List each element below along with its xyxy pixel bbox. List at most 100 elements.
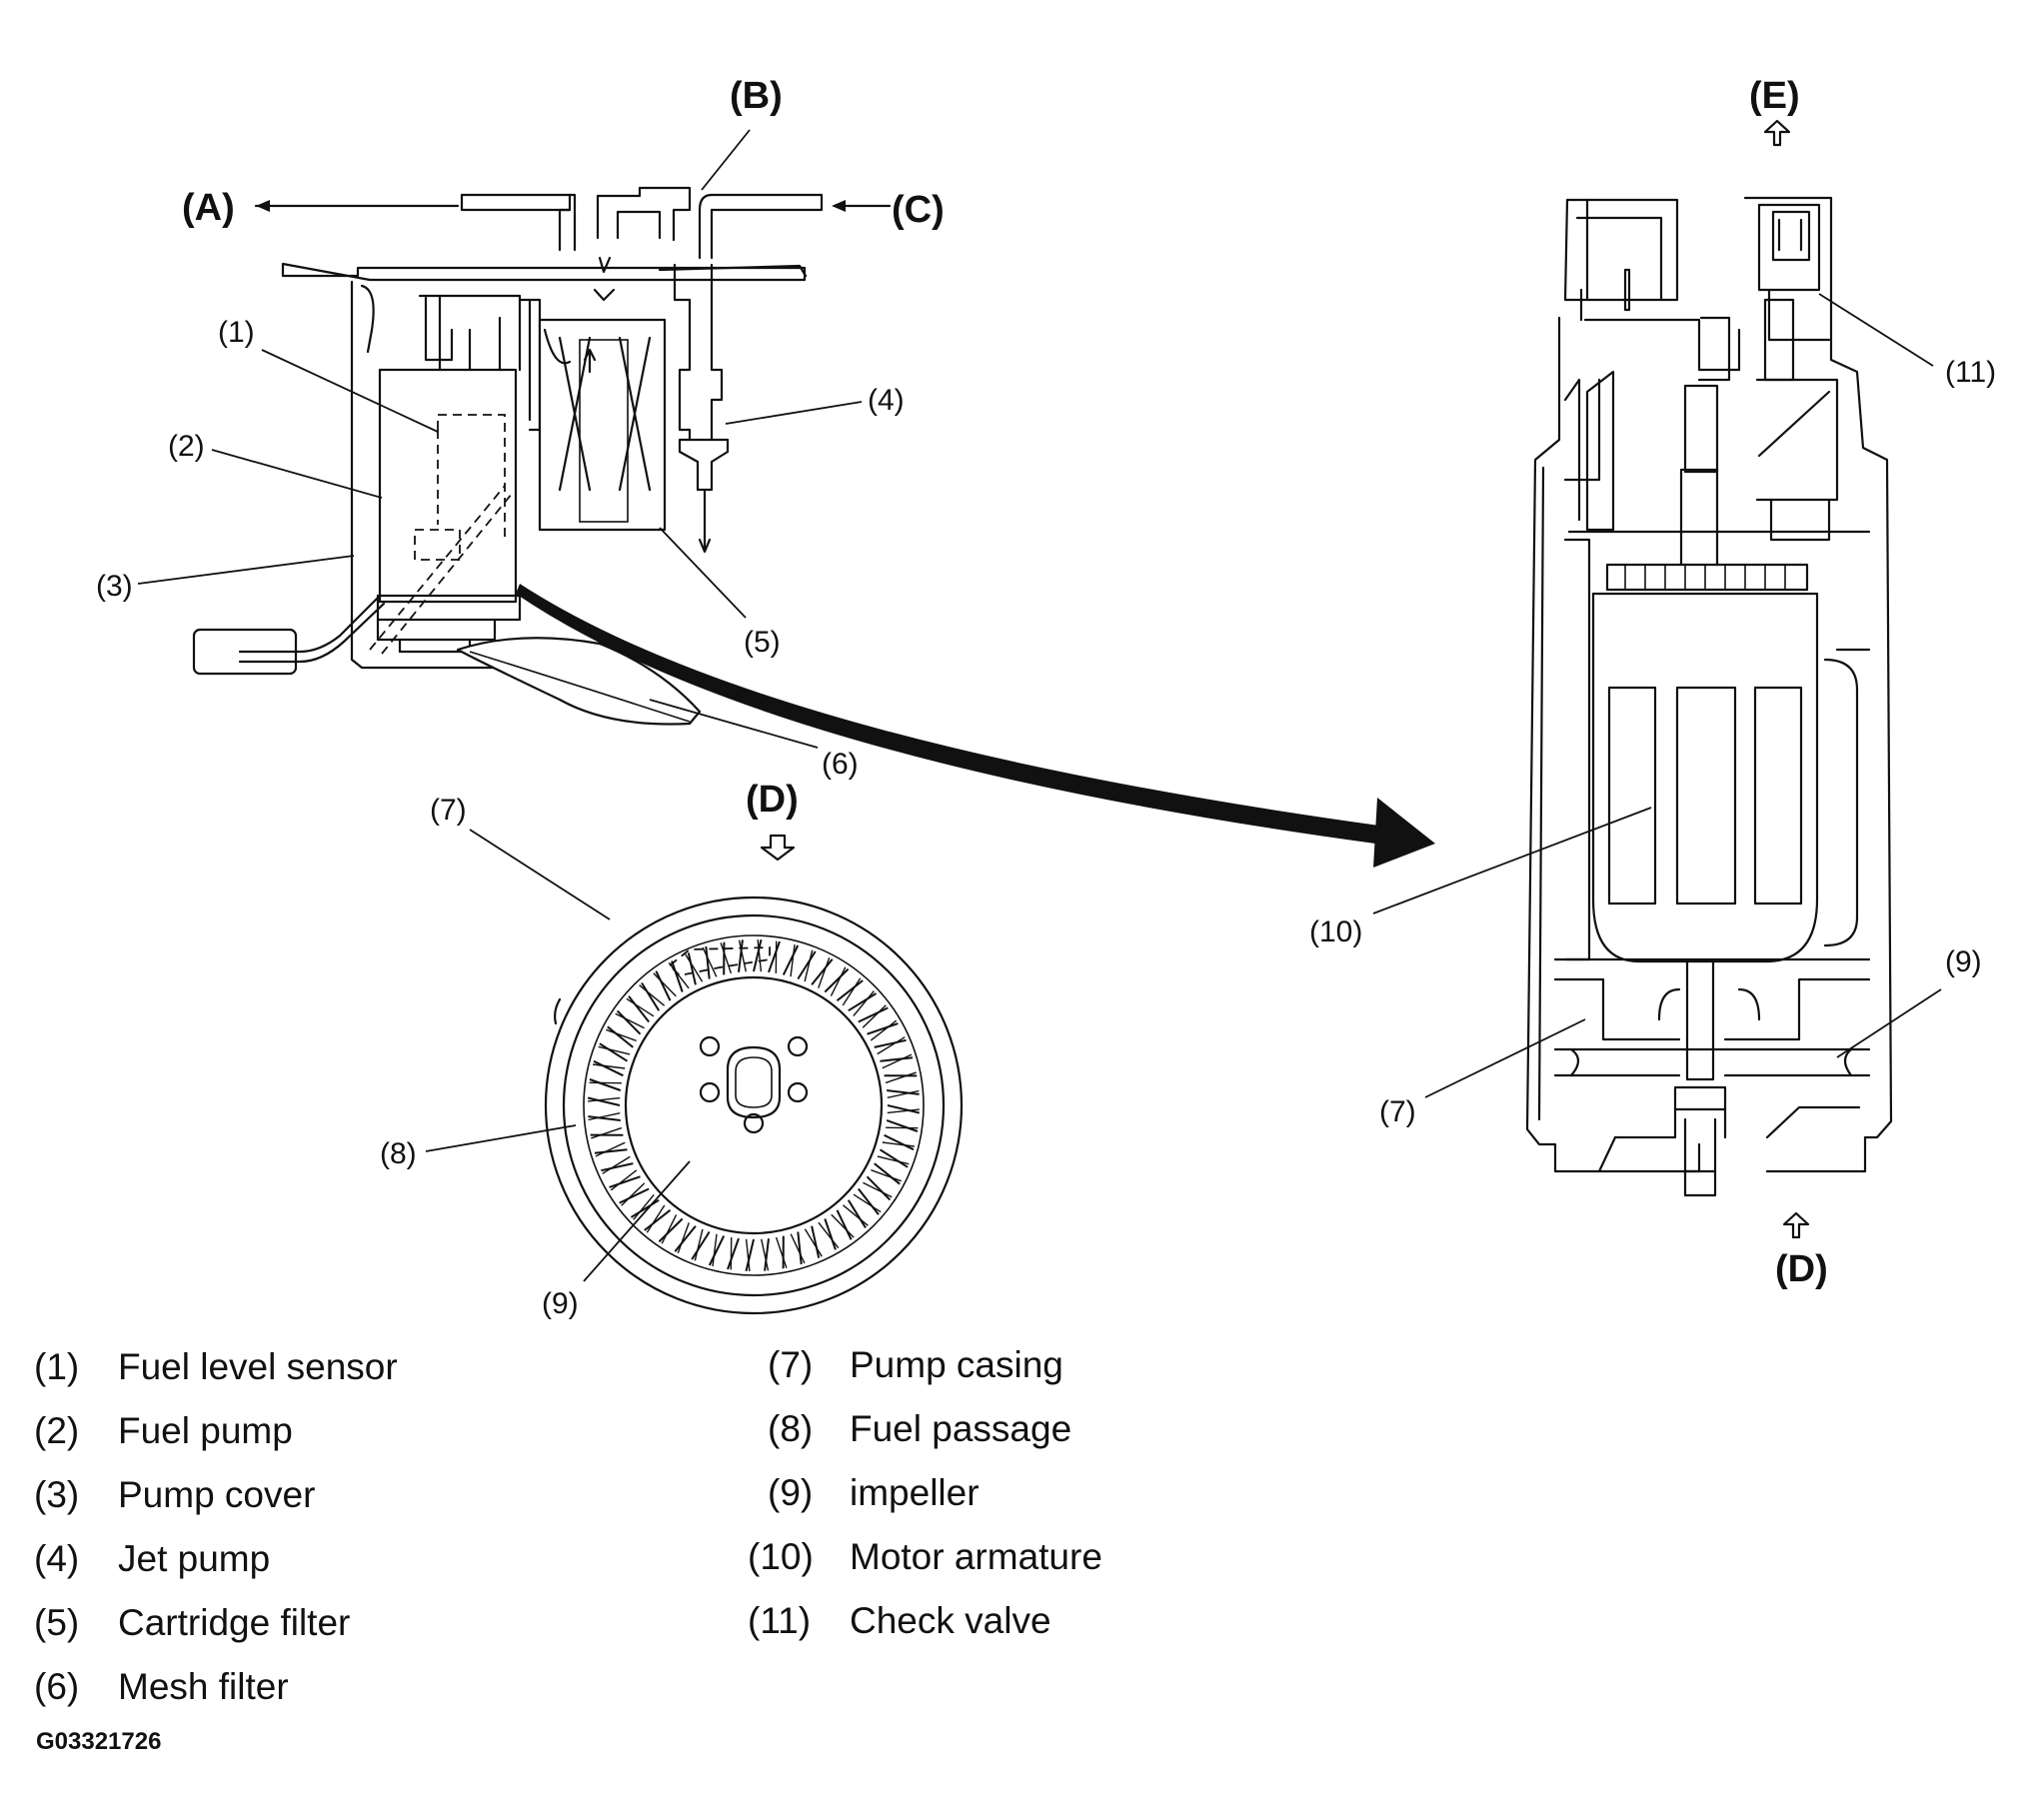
impeller-blade (590, 1079, 621, 1090)
flow-label-d-pump: (D) (1775, 1248, 1828, 1290)
legend-text-5: Cartridge filter (118, 1602, 350, 1643)
impeller-blade-edge (854, 991, 875, 1016)
legend-text-10: Motor armature (850, 1536, 1102, 1577)
callout-10: (10) (1309, 915, 1362, 948)
legend: (1) Fuel level sensor (2) Fuel pump (3) … (34, 1344, 1102, 1707)
impeller-blade-edge (871, 1170, 901, 1181)
impeller-blade (618, 1010, 641, 1033)
legend-text-11: Check valve (850, 1600, 1051, 1641)
legend-num-5: (5) (34, 1602, 79, 1643)
impeller-blade (859, 1007, 889, 1021)
impeller-blade (885, 1135, 914, 1149)
legend-text-4: Jet pump (118, 1538, 270, 1579)
impeller-blade-edge (854, 1194, 881, 1212)
callout-7-pump: (7) (1379, 1095, 1416, 1128)
legend-text-8: Fuel passage (850, 1408, 1071, 1449)
impeller-blade-edge (627, 998, 654, 1016)
impeller-blade (608, 1026, 634, 1047)
legend-text-6: Mesh filter (118, 1666, 289, 1707)
impeller-blade (632, 1200, 660, 1217)
callout-5: (5) (744, 626, 781, 659)
impeller-blade-edge (721, 942, 731, 973)
pump-casing-outline (546, 898, 962, 1313)
flow-label-c: (C) (892, 189, 945, 231)
callout-11: (11) (1945, 356, 1996, 389)
flow-arrows (256, 130, 890, 212)
impeller-blade (610, 1176, 641, 1187)
impeller-blade-edge (863, 1182, 892, 1196)
callout-6: (6) (822, 748, 859, 781)
impeller-blade (838, 1210, 852, 1240)
impeller-blade-edge (662, 1214, 676, 1243)
impeller-blade (620, 1189, 650, 1203)
impeller-blade (706, 946, 709, 979)
impeller-blade (825, 1219, 836, 1250)
legend-num-4: (4) (34, 1538, 79, 1579)
impeller-blade-edge (819, 957, 830, 987)
impeller-blade-edge (831, 967, 845, 996)
legend-num-7: (7) (768, 1344, 813, 1385)
impeller-blade (642, 983, 659, 1011)
impeller-blade (849, 993, 877, 1010)
impeller-blade-edge (678, 1222, 689, 1252)
impeller-blade-edge (863, 1005, 886, 1028)
impeller-blade (812, 959, 833, 985)
impeller-blade (849, 1200, 866, 1228)
legend-num-9: (9) (768, 1472, 813, 1513)
impeller-blade-edge (591, 1128, 622, 1138)
impeller-blade (798, 1232, 801, 1265)
fuel-pump-assembly (194, 188, 822, 725)
figure-id: G03321726 (36, 1728, 161, 1755)
impeller-blade (838, 980, 864, 1000)
impeller-blade (645, 1210, 671, 1230)
impeller-blade-edge (886, 1072, 917, 1082)
impeller-blade (868, 1176, 891, 1199)
legend-num-10: (10) (748, 1536, 814, 1577)
callout-7-impeller: (7) (430, 794, 467, 827)
flow-label-a: (A) (182, 187, 235, 229)
impeller-blade (629, 996, 649, 1022)
callout-1: (1) (218, 316, 255, 349)
impeller-blade (868, 1023, 899, 1034)
legend-text-7: Pump casing (850, 1344, 1063, 1385)
impeller-blade (728, 1238, 739, 1269)
callout-2: (2) (168, 430, 205, 463)
legend-text-9: impeller (850, 1472, 980, 1513)
impeller-blade (825, 969, 848, 992)
impeller-view (546, 836, 962, 1313)
impeller-blade-edge (843, 978, 861, 1005)
impeller-blade (656, 971, 670, 1001)
impeller-blade (672, 961, 683, 992)
legend-num-2: (2) (34, 1410, 79, 1451)
impeller-blade (887, 1120, 918, 1131)
impeller-blade-edge (832, 1214, 855, 1237)
impeller-blade (659, 1219, 682, 1242)
legend-num-8: (8) (768, 1408, 813, 1449)
legend-num-3: (3) (34, 1474, 79, 1515)
impeller-blade (595, 1149, 628, 1152)
impeller-blade-edge (640, 985, 665, 1006)
legend-text-3: Pump cover (118, 1474, 315, 1515)
impeller-blade-edge (654, 973, 677, 996)
impeller-blade (769, 941, 780, 972)
impeller-blade-edge (634, 1194, 655, 1219)
legend-text-1: Fuel level sensor (118, 1346, 398, 1387)
impeller-blade (710, 1236, 724, 1265)
callout-9-pump: (9) (1945, 945, 1982, 978)
impeller-blade (875, 1163, 901, 1184)
section-arrow (516, 584, 1435, 868)
impeller-blade-edge (843, 1205, 868, 1226)
flow-label-e: (E) (1749, 75, 1800, 117)
impeller-blade-edge (647, 1205, 665, 1232)
callout-9-impeller: (9) (542, 1287, 579, 1320)
impeller-blade (675, 1226, 696, 1252)
legend-num-11: (11) (748, 1600, 811, 1641)
legend-num-1: (1) (34, 1346, 79, 1387)
pump-cross-section (1527, 121, 1891, 1237)
callout-8: (8) (380, 1137, 417, 1170)
callout-4: (4) (868, 384, 905, 417)
impeller-blade-edge (777, 1237, 787, 1268)
impeller-blade (881, 1057, 914, 1060)
